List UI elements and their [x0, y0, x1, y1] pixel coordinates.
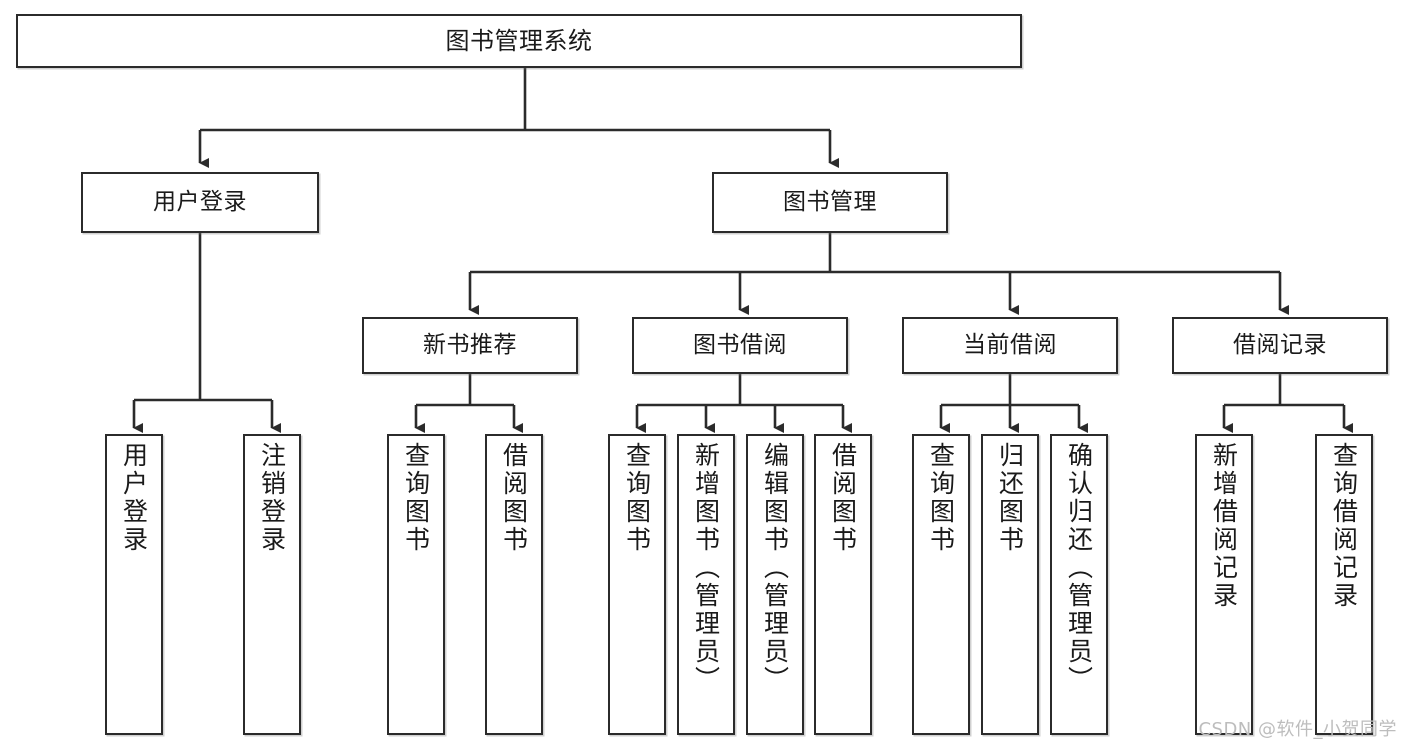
leaf-records-add-record[interactable]: 新增借阅记录: [1195, 434, 1253, 735]
node-new-book-recommend[interactable]: 新书推荐: [362, 317, 578, 374]
node-label: 用户登录: [153, 189, 247, 215]
leaf-borrow-add-book-admin[interactable]: 新增图书（管理员）: [677, 434, 735, 735]
leaf-current-return-book[interactable]: 归还图书: [981, 434, 1039, 735]
node-book-borrow[interactable]: 图书借阅: [632, 317, 848, 374]
leaf-recommend-borrow-book[interactable]: 借阅图书: [485, 434, 543, 735]
node-label: 归还图书: [995, 442, 1025, 554]
node-label: 编辑图书（管理员）: [760, 442, 790, 694]
node-label: 查询图书: [401, 442, 431, 554]
node-book-management[interactable]: 图书管理: [712, 172, 948, 233]
node-label: 借阅图书: [828, 442, 858, 554]
leaf-current-confirm-return-admin[interactable]: 确认归还（管理员）: [1050, 434, 1108, 735]
leaf-borrow-query-book[interactable]: 查询图书: [608, 434, 666, 735]
node-label: 查询图书: [622, 442, 652, 554]
leaf-recommend-query-book[interactable]: 查询图书: [387, 434, 445, 735]
csdn-watermark: CSDN @软件_小贺同学: [1198, 719, 1397, 740]
leaf-borrow-borrow-book[interactable]: 借阅图书: [814, 434, 872, 735]
node-label: 新书推荐: [423, 332, 517, 358]
leaf-user-login-login[interactable]: 用户登录: [105, 434, 163, 735]
leaf-user-login-logout[interactable]: 注销登录: [243, 434, 301, 735]
node-borrow-records[interactable]: 借阅记录: [1172, 317, 1388, 374]
node-label: 图书借阅: [693, 332, 787, 358]
node-label: 当前借阅: [963, 332, 1057, 358]
node-label: 图书管理: [783, 189, 877, 215]
node-label: 用户登录: [119, 442, 149, 554]
leaf-borrow-edit-book-admin[interactable]: 编辑图书（管理员）: [746, 434, 804, 735]
node-label: 借阅图书: [499, 442, 529, 554]
node-label: 查询借阅记录: [1329, 442, 1359, 610]
node-user-login[interactable]: 用户登录: [81, 172, 319, 233]
node-label: 新增图书（管理员）: [691, 442, 721, 694]
node-current-borrow[interactable]: 当前借阅: [902, 317, 1118, 374]
node-label: 新增借阅记录: [1209, 442, 1239, 610]
node-label: 查询图书: [926, 442, 956, 554]
node-label: 确认归还（管理员）: [1064, 442, 1094, 694]
leaf-current-query-book[interactable]: 查询图书: [912, 434, 970, 735]
node-label: 图书管理系统: [445, 27, 593, 55]
node-label: 注销登录: [257, 442, 287, 554]
node-root-system[interactable]: 图书管理系统: [16, 14, 1022, 68]
node-label: 借阅记录: [1233, 332, 1327, 358]
leaf-records-query-record[interactable]: 查询借阅记录: [1315, 434, 1373, 735]
